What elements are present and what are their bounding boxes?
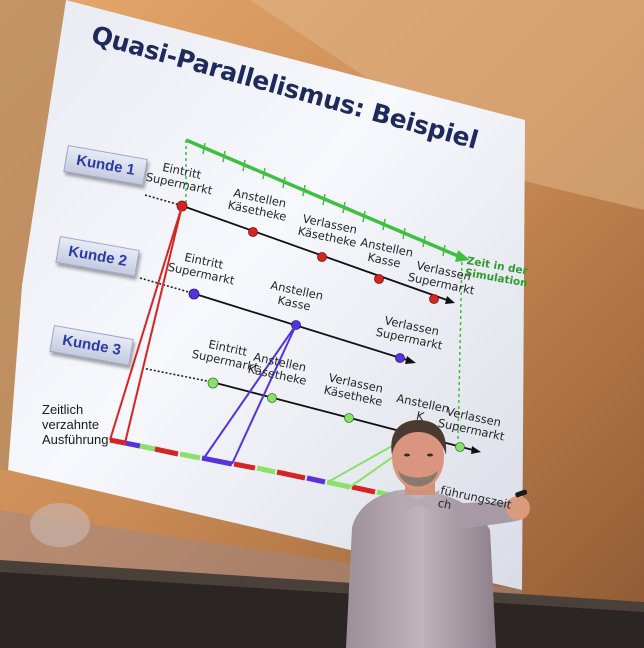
presenter-arm: [452, 500, 520, 530]
sim-axis-ticks: [202, 142, 446, 257]
kunde2-dotted: [139, 277, 193, 294]
kunde2-markers: [188, 288, 405, 363]
slide-title: Quasi-Parallelismus: Beispiel: [88, 20, 482, 155]
presenter: [346, 420, 530, 648]
kunde-1-label: Kunde 1: [63, 145, 148, 186]
presenter-pointer: [515, 489, 528, 498]
kunde2-connectors: [203, 324, 297, 465]
sim-axis-line: [185, 138, 459, 258]
sim-axis-arrow: [455, 250, 470, 262]
screen-left-shadow: [0, 0, 66, 470]
presenter-head: [392, 424, 444, 490]
kunde-3-label: Kunde 3: [49, 325, 134, 366]
kunde3-markers: [207, 377, 465, 452]
kunde1-connectors: [109, 205, 183, 444]
kunde3-arrowhead: [471, 446, 481, 454]
presenter-shirt: [346, 489, 496, 648]
kunde1-markers: [176, 200, 439, 304]
audience-head: [30, 503, 90, 547]
kunde1-timeline: [179, 204, 448, 301]
kunde2-arrowhead: [405, 356, 416, 364]
kunde-2-label: Kunde 2: [55, 236, 140, 277]
sim-axis-right-dash: [457, 255, 463, 441]
presenter-hand: [506, 496, 530, 520]
presenter-beard: [398, 470, 438, 487]
kunde3-connectors: [327, 445, 401, 488]
presenter-hair: [391, 420, 447, 455]
kunde1-arrowhead: [445, 296, 455, 304]
